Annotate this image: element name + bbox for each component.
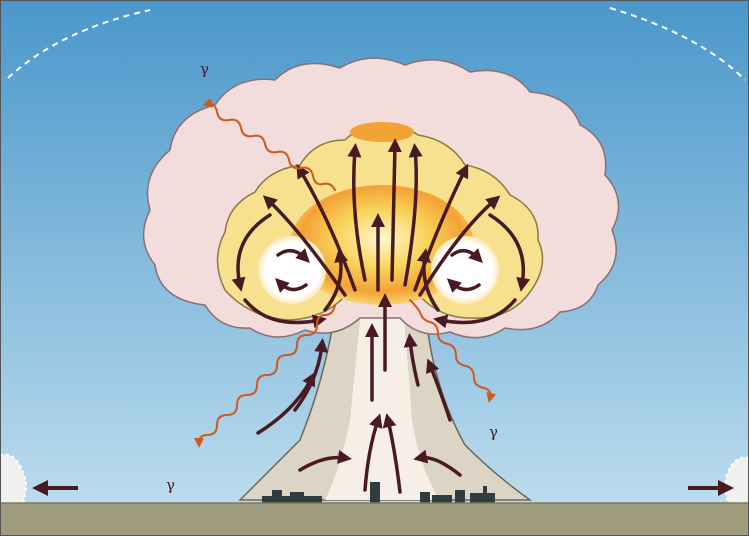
gamma-label-left: γ	[166, 476, 175, 494]
gamma-label-top: γ	[200, 60, 209, 78]
right-vortex	[431, 236, 499, 304]
fireball-top	[350, 122, 414, 142]
gamma-label-right: γ	[489, 423, 498, 441]
ground	[0, 503, 749, 536]
left-vortex	[258, 236, 326, 304]
